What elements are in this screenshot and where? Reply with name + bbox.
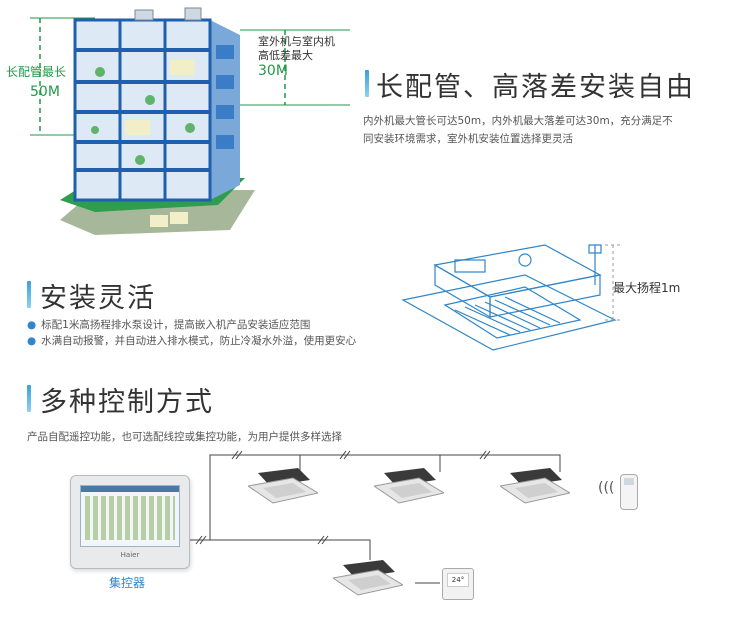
controller-screen-grid bbox=[85, 496, 175, 540]
cassette-icon bbox=[246, 468, 320, 504]
building-icon bbox=[30, 7, 350, 235]
pump-height-label: 最大扬程1m bbox=[613, 281, 681, 295]
controller-label: 集控器 bbox=[109, 576, 146, 590]
wireless-signal-icon: ((( bbox=[598, 480, 615, 496]
indoor-unit bbox=[331, 560, 405, 600]
section3-title: 多种控制方式 bbox=[40, 387, 214, 418]
indoor-unit bbox=[498, 468, 572, 508]
cassette-icon bbox=[372, 468, 446, 504]
section2-bullet-1: ●标配1米高扬程排水泵设计，提高嵌入机产品安装适应范围 bbox=[27, 319, 311, 331]
wired-controller-display: 24° bbox=[447, 573, 469, 587]
section1-title: 长配管、高落差安装自由 bbox=[376, 72, 695, 103]
heading-accent-bar bbox=[27, 385, 31, 412]
left-pipe-label: 长配管最长 bbox=[6, 65, 67, 79]
central-controller: Haier bbox=[70, 475, 190, 569]
section3-desc: 产品自配遥控功能，也可选配线控或集控功能，为用户提供多样选择 bbox=[27, 431, 342, 443]
controller-screen bbox=[80, 485, 180, 547]
controller-brand: Haier bbox=[120, 551, 140, 559]
section1-desc-line2: 同安装环境需求，室外机安装位置选择更灵活 bbox=[363, 133, 573, 145]
section2-title: 安装灵活 bbox=[40, 283, 156, 314]
remote-control bbox=[620, 474, 638, 510]
cassette-icon bbox=[498, 468, 572, 504]
section1-desc-line1: 内外机最大管长可达50m，内外机最大落差可达30m，充分满足不 bbox=[363, 115, 673, 127]
controller-screen-header bbox=[81, 486, 179, 492]
heading-accent-bar bbox=[27, 281, 31, 308]
right-height-label-1: 室外机与室内机 bbox=[258, 35, 335, 48]
remote-screen bbox=[624, 478, 634, 485]
indoor-unit bbox=[246, 468, 320, 508]
bullet-icon: ● bbox=[27, 319, 37, 331]
control-wiring-diagram bbox=[190, 450, 561, 584]
cassette-unit-icon bbox=[401, 244, 620, 351]
cassette-icon bbox=[331, 560, 405, 596]
cassette-unit-drawing bbox=[395, 225, 625, 370]
wired-controller: 24° bbox=[442, 568, 474, 600]
right-height-label-2: 高低差最大 bbox=[258, 49, 313, 62]
left-pipe-value: 50M bbox=[30, 84, 60, 100]
section2-bullet-2: ●水满自动报警，并自动进入排水模式，防止冷凝水外溢，使用更安心 bbox=[27, 335, 357, 347]
heading-accent-bar bbox=[365, 70, 369, 97]
building-illustration bbox=[0, 0, 360, 250]
right-height-value: 30M bbox=[258, 63, 288, 79]
indoor-unit bbox=[372, 468, 446, 508]
bullet-icon: ● bbox=[27, 335, 37, 347]
